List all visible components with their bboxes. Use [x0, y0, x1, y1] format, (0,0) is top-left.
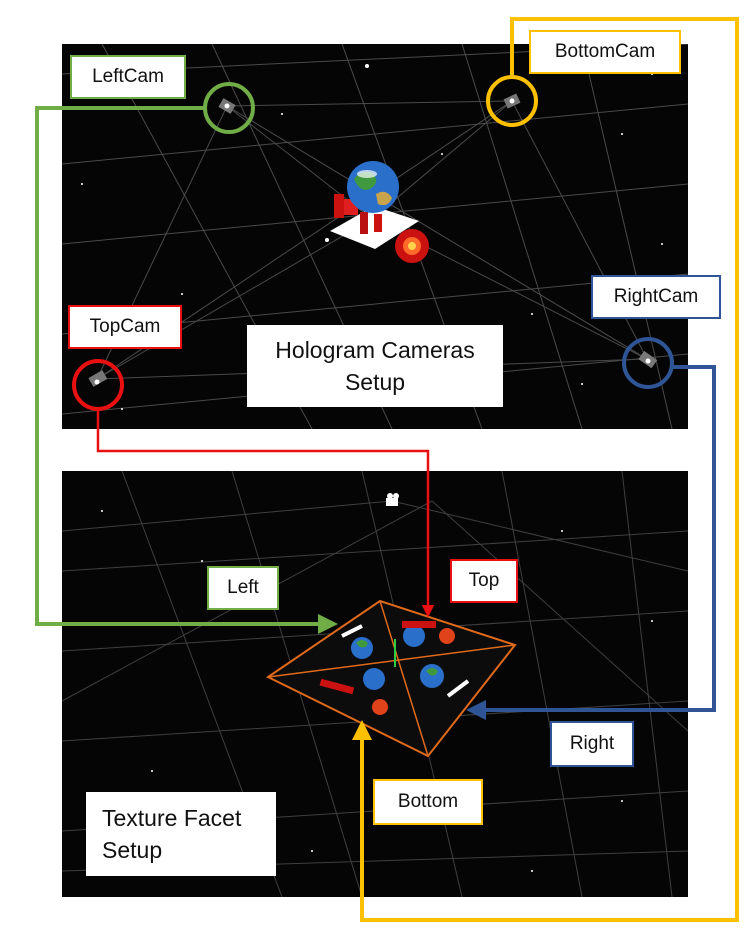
earth-model-icon	[330, 161, 429, 263]
scene-camera-icon	[386, 493, 399, 506]
top-facet-label: Top	[450, 559, 518, 603]
cameras-caption-line1: Hologram Cameras	[275, 337, 475, 363]
topcam-label: TopCam	[68, 305, 182, 349]
facet-caption-line2: Setup	[102, 837, 163, 863]
cameras-setup-caption: Hologram Cameras Setup	[247, 325, 503, 407]
right-facet-label: Right	[550, 721, 634, 767]
facet-setup-caption: Texture Facet Setup	[86, 792, 276, 876]
facet-caption-line1: Texture Facet	[102, 805, 242, 831]
cameras-caption-line2: Setup	[344, 369, 406, 395]
leftcam-label: LeftCam	[70, 55, 186, 99]
left-facet-label: Left	[207, 566, 279, 610]
bottom-facet-label: Bottom	[373, 779, 483, 825]
bottomcam-label: BottomCam	[529, 30, 681, 74]
rightcam-label: RightCam	[591, 275, 721, 319]
left-camera-icon	[218, 98, 236, 114]
top-camera-icon	[88, 370, 108, 387]
